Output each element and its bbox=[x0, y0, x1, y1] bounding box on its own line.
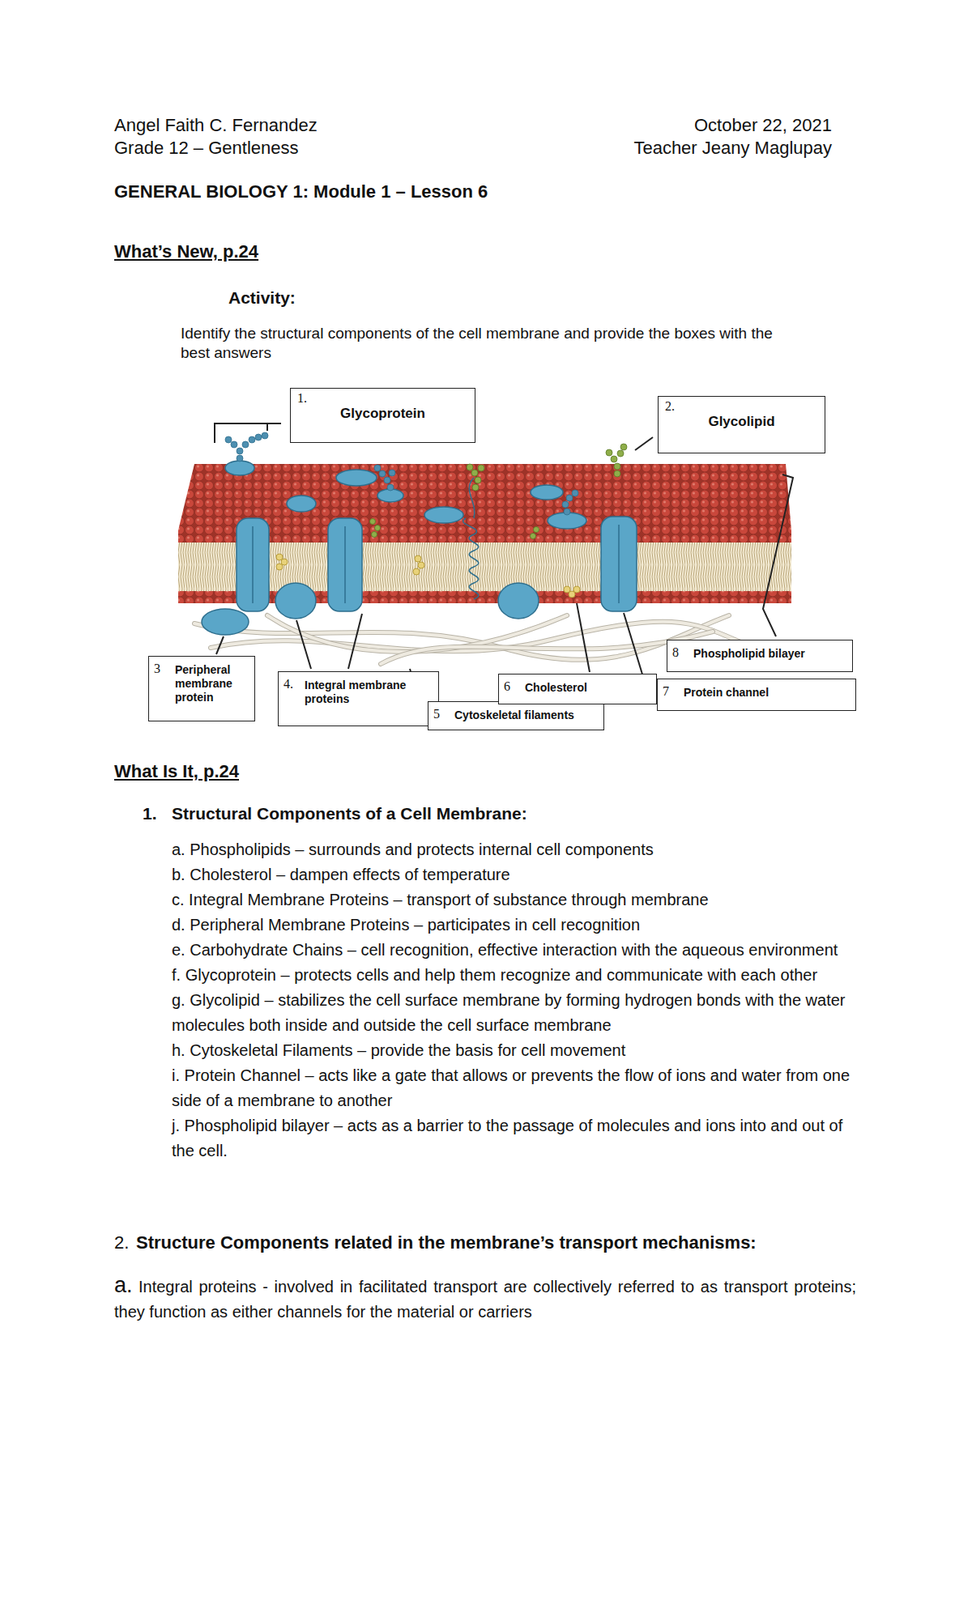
text-line: a. bbox=[114, 1273, 133, 1299]
answer-box: 2.Glycolipid bbox=[657, 396, 826, 454]
component-list: a. Phospholipids – surrounds and protect… bbox=[171, 837, 857, 1164]
callout-number: 2. bbox=[665, 399, 819, 414]
text-line: Structure Components related in the memb… bbox=[136, 1232, 757, 1256]
answer-box: 4. Integral membrane proteins bbox=[277, 671, 440, 727]
text-line: Activity: bbox=[228, 286, 296, 309]
page-title: GENERAL BIOLOGY 1: Module 1 – Lesson 6 bbox=[114, 180, 488, 205]
text-line: Grade 12 – Gentleness bbox=[114, 136, 299, 161]
answer-text: Glycolipid bbox=[665, 413, 819, 431]
answer-box: 6Cholesterol bbox=[498, 673, 657, 705]
list-item: c. Integral Membrane Proteins – transpor… bbox=[171, 887, 857, 913]
text-line: October 22, 2021 bbox=[694, 114, 832, 138]
text-line: 2. bbox=[114, 1232, 129, 1256]
answer-text: Phospholipid bilayer bbox=[693, 645, 848, 661]
list-item: j. Phospholipid bilayer – acts as a barr… bbox=[171, 1113, 857, 1164]
list-item: b. Cholesterol – dampen effects of tempe… bbox=[171, 862, 857, 888]
answer-text: Integral membrane proteins bbox=[304, 677, 434, 707]
list-item: a. Phospholipids – surrounds and protect… bbox=[171, 837, 857, 863]
instruction-text: Identify the structural components of th… bbox=[180, 324, 805, 363]
text-line: 1. bbox=[142, 802, 158, 825]
text-line: Integral proteins - involved in facilita… bbox=[114, 1274, 857, 1326]
callout-number: 1. bbox=[297, 391, 469, 406]
text-line: Structural Components of a Cell Membrane… bbox=[171, 802, 528, 825]
callout-number: 6 bbox=[503, 679, 521, 695]
list-item: f. Glycoprotein – protects cells and hel… bbox=[171, 963, 857, 989]
list-item: g. Glycolipid – stabilizes the cell surf… bbox=[171, 988, 857, 1039]
answer-box: 7Protein channel bbox=[656, 678, 857, 712]
answer-box: 3Peripheral membrane protein bbox=[148, 656, 256, 722]
answer-box: 5 Cytoskeletal filaments bbox=[427, 701, 605, 731]
answer-text: Peripheral membrane protein bbox=[174, 661, 250, 704]
answer-text: Cholesterol bbox=[524, 679, 652, 695]
answer-text: Protein channel bbox=[683, 684, 851, 700]
text-line: Teacher Jeany Maglupay bbox=[633, 136, 832, 161]
callout-number: 4. bbox=[283, 677, 300, 692]
callout-number: 5 bbox=[433, 707, 450, 722]
answer-text: Glycoprotein bbox=[297, 405, 469, 423]
text-line: What’s New, p.24 bbox=[114, 240, 259, 265]
list-item: h. Cytoskeletal Filaments – provide the … bbox=[171, 1038, 857, 1064]
answer-box: 8Phospholipid bilayer bbox=[666, 639, 853, 673]
callout-number: 3 bbox=[153, 661, 171, 677]
list-item: e. Carbohydrate Chains – cell recognitio… bbox=[171, 937, 857, 964]
answer-text: Cytoskeletal filaments bbox=[454, 707, 599, 723]
callout-number: 7 bbox=[662, 684, 679, 700]
answer-box: 1.Glycoprotein bbox=[289, 387, 476, 444]
text-line: Angel Faith C. Fernandez bbox=[114, 114, 318, 138]
list-item: i. Protein Channel – acts like a gate th… bbox=[171, 1063, 857, 1114]
text-line: What Is It, p.24 bbox=[114, 760, 239, 785]
list-item: d. Peripheral Membrane Proteins – partic… bbox=[171, 912, 857, 938]
callout-number: 8 bbox=[672, 645, 689, 661]
